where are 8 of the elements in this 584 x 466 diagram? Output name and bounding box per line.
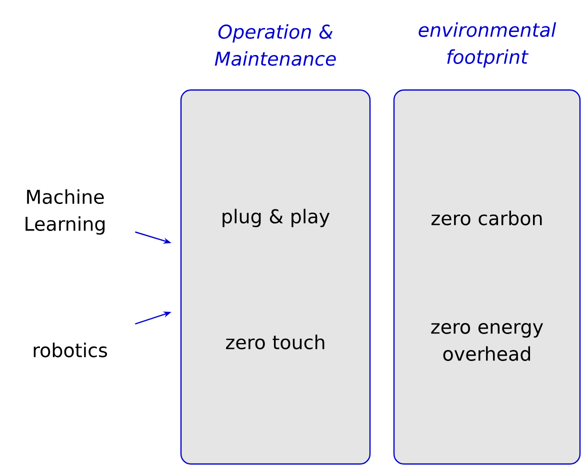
side-label: robotics (34, 342, 107, 358)
item-text: zero energy overhead (431, 323, 544, 361)
column-heading: Operation & Maintenance (214, 24, 336, 66)
item-text: zero touch (226, 334, 324, 350)
side-label: Machine Learning (26, 189, 105, 235)
item-text: plug & play (222, 208, 330, 228)
item-text: zero carbon (432, 210, 542, 226)
column-heading: environmental footprint (418, 22, 556, 68)
